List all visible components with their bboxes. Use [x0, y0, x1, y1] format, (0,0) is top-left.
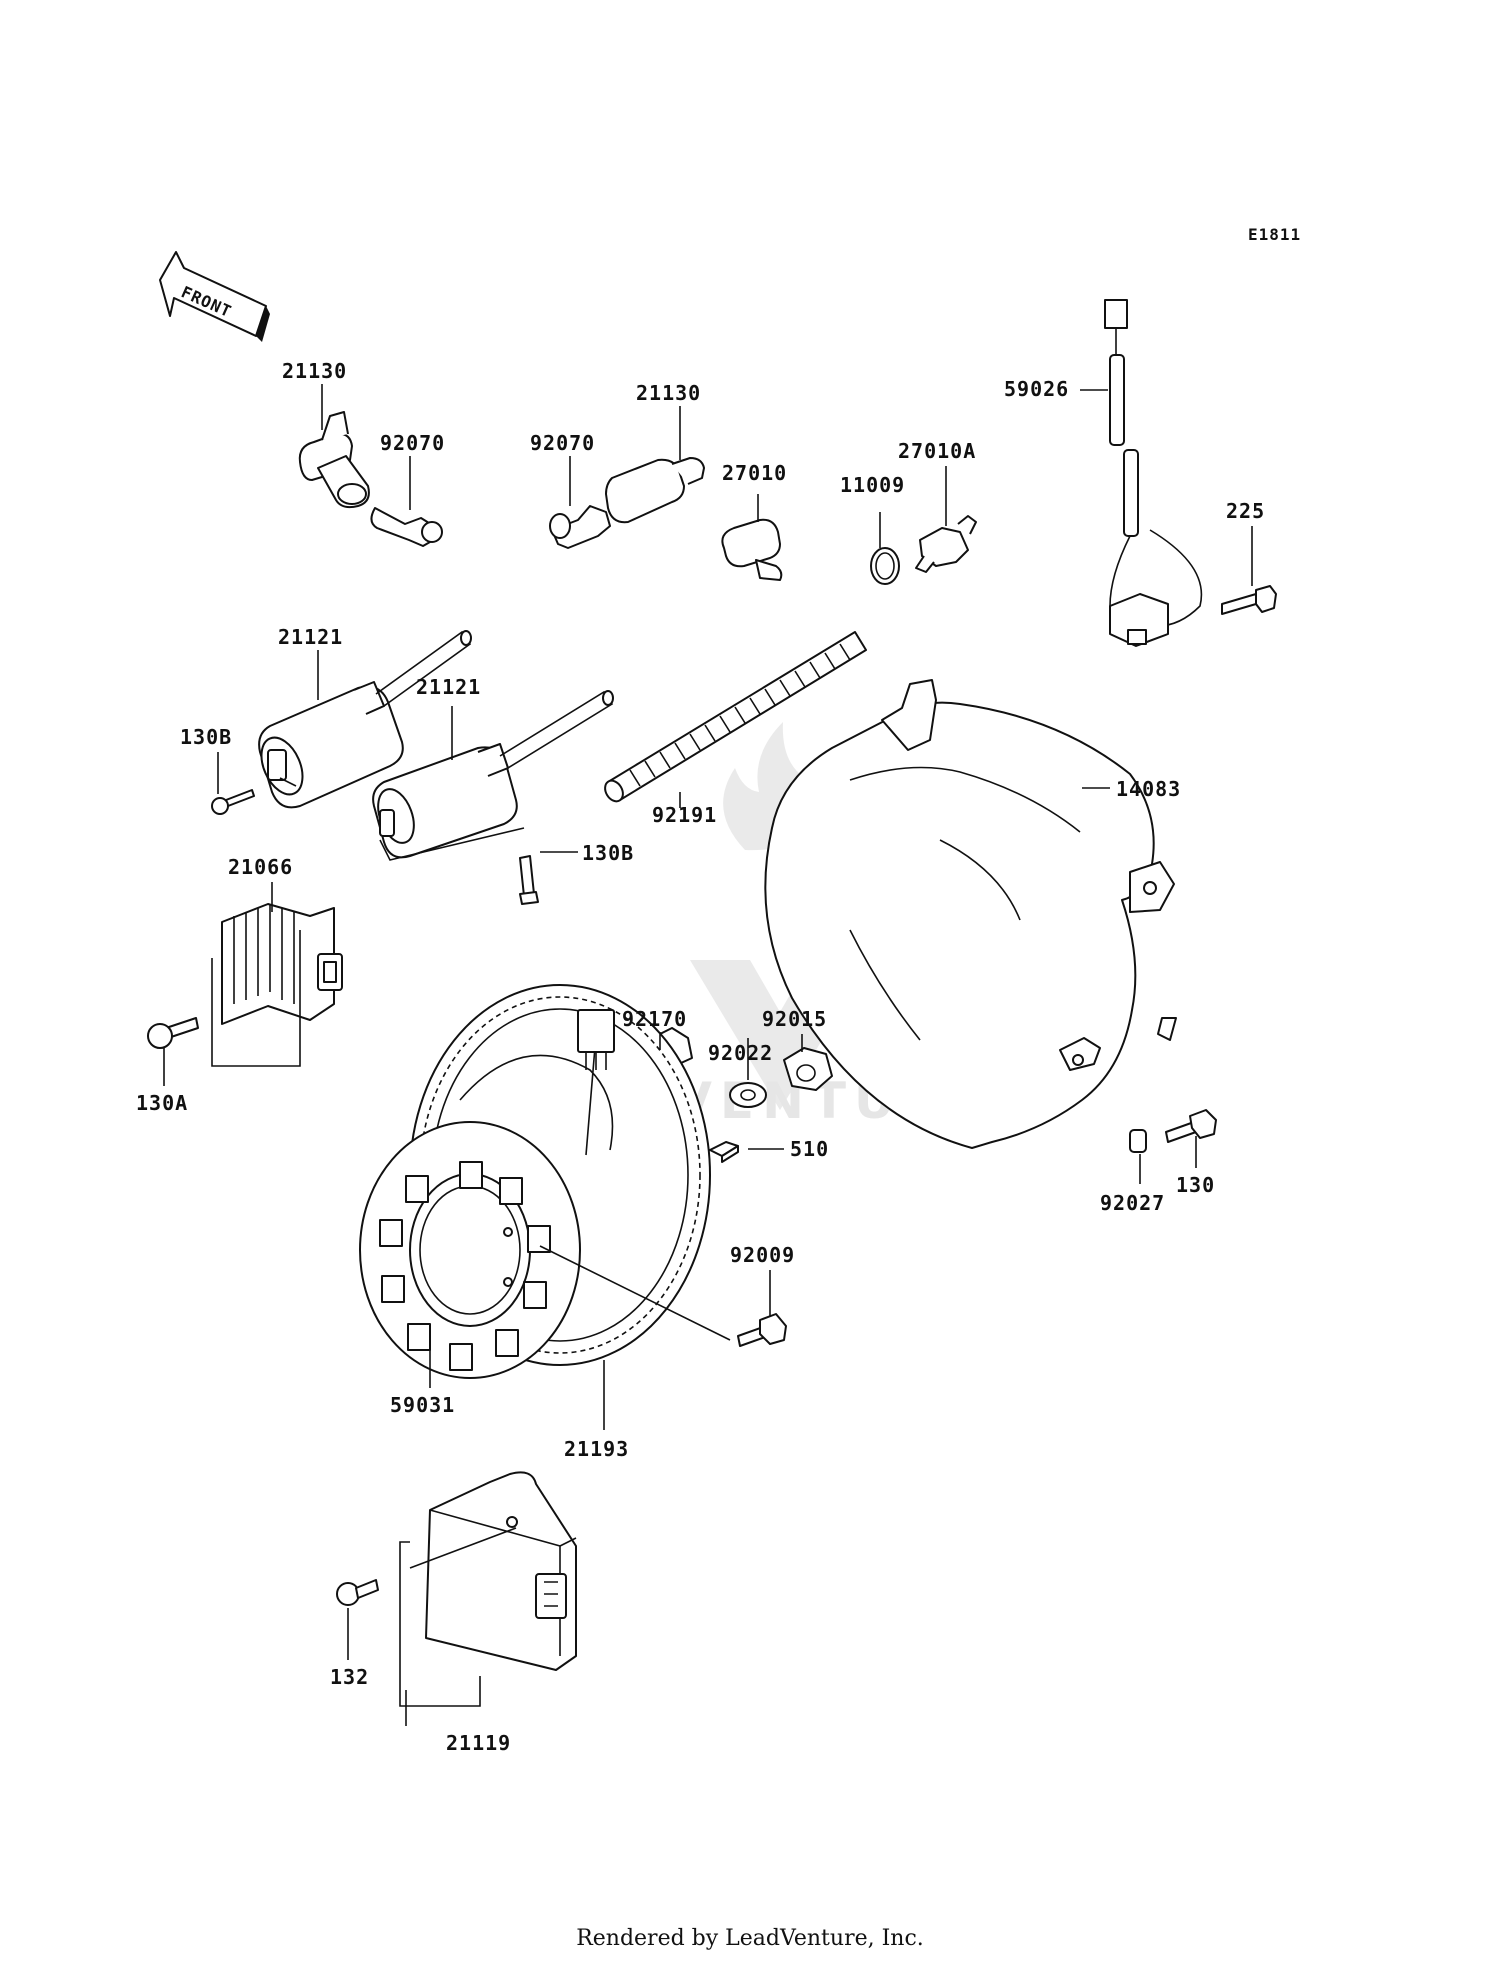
- label-11009: 11009: [840, 473, 905, 497]
- label-21119: 21119: [446, 1731, 511, 1755]
- label-14083: 14083: [1116, 777, 1181, 801]
- label-27010A: 27010A: [898, 439, 976, 463]
- label-92070-right: 92070: [530, 431, 595, 455]
- label-92027: 92027: [1100, 1191, 1165, 1215]
- label-92191: 92191: [652, 803, 717, 827]
- label-92015: 92015: [762, 1007, 827, 1031]
- label-21121-right: 21121: [416, 675, 481, 699]
- key-510: [709, 1141, 739, 1163]
- bolt-132: [336, 1579, 379, 1606]
- front-arrow-icon: FRONT: [159, 251, 270, 342]
- suppressor-92070-right: [549, 505, 611, 549]
- part-labels: 21130 92070 92070 21130 27010 11009 2701…: [136, 359, 1265, 1755]
- sensor-59026: [1104, 299, 1203, 647]
- label-21130-right: 21130: [636, 381, 701, 405]
- stator-59031: [359, 1009, 615, 1379]
- footer-credit: Rendered by LeadVenture, Inc.: [576, 1926, 924, 1951]
- plug-cap-21130-right: [605, 457, 705, 524]
- label-92170: 92170: [622, 1007, 687, 1031]
- label-21121-left: 21121: [278, 625, 343, 649]
- label-21193: 21193: [564, 1437, 629, 1461]
- switch-27010: [721, 518, 783, 581]
- bolt-130B-left: [211, 789, 255, 815]
- nut-92015: [783, 1047, 833, 1091]
- o-ring-11009: [870, 547, 900, 585]
- suppressor-92070-left: [370, 507, 443, 547]
- label-130A: 130A: [136, 1091, 188, 1115]
- leader-lines: [163, 384, 1253, 1726]
- switch-27010A: [915, 515, 977, 573]
- plug-cap-21130-left: [298, 411, 370, 509]
- label-510: 510: [790, 1137, 829, 1161]
- label-21130-left: 21130: [282, 359, 347, 383]
- tube-92191: [604, 631, 867, 803]
- label-59026: 59026: [1004, 377, 1069, 401]
- bolt-225: [1221, 585, 1277, 615]
- label-130B-left: 130B: [180, 725, 232, 749]
- label-92070-left: 92070: [380, 431, 445, 455]
- ignition-coil-21121-right: [372, 690, 614, 859]
- diagram-code: E1811: [1248, 225, 1301, 244]
- bolt-130: [1165, 1109, 1217, 1143]
- cover-14083: [764, 679, 1177, 1149]
- label-92022: 92022: [708, 1041, 773, 1065]
- label-130B-right: 130B: [582, 841, 634, 865]
- label-130: 130: [1176, 1173, 1215, 1197]
- label-225: 225: [1226, 499, 1265, 523]
- bolt-92009: [737, 1313, 787, 1347]
- label-132: 132: [330, 1665, 369, 1689]
- bolt-130B-right: [519, 855, 539, 905]
- igniter-21119: [425, 1471, 577, 1671]
- label-92009: 92009: [730, 1243, 795, 1267]
- washer-92022: [729, 1082, 767, 1108]
- label-59031: 59031: [390, 1393, 455, 1417]
- collar-92027: [1129, 1129, 1147, 1153]
- label-27010: 27010: [722, 461, 787, 485]
- bolt-130A: [147, 1017, 199, 1049]
- label-21066: 21066: [228, 855, 293, 879]
- regulator-21066: [221, 903, 343, 1025]
- ignition-coil-21121-left: [258, 630, 472, 809]
